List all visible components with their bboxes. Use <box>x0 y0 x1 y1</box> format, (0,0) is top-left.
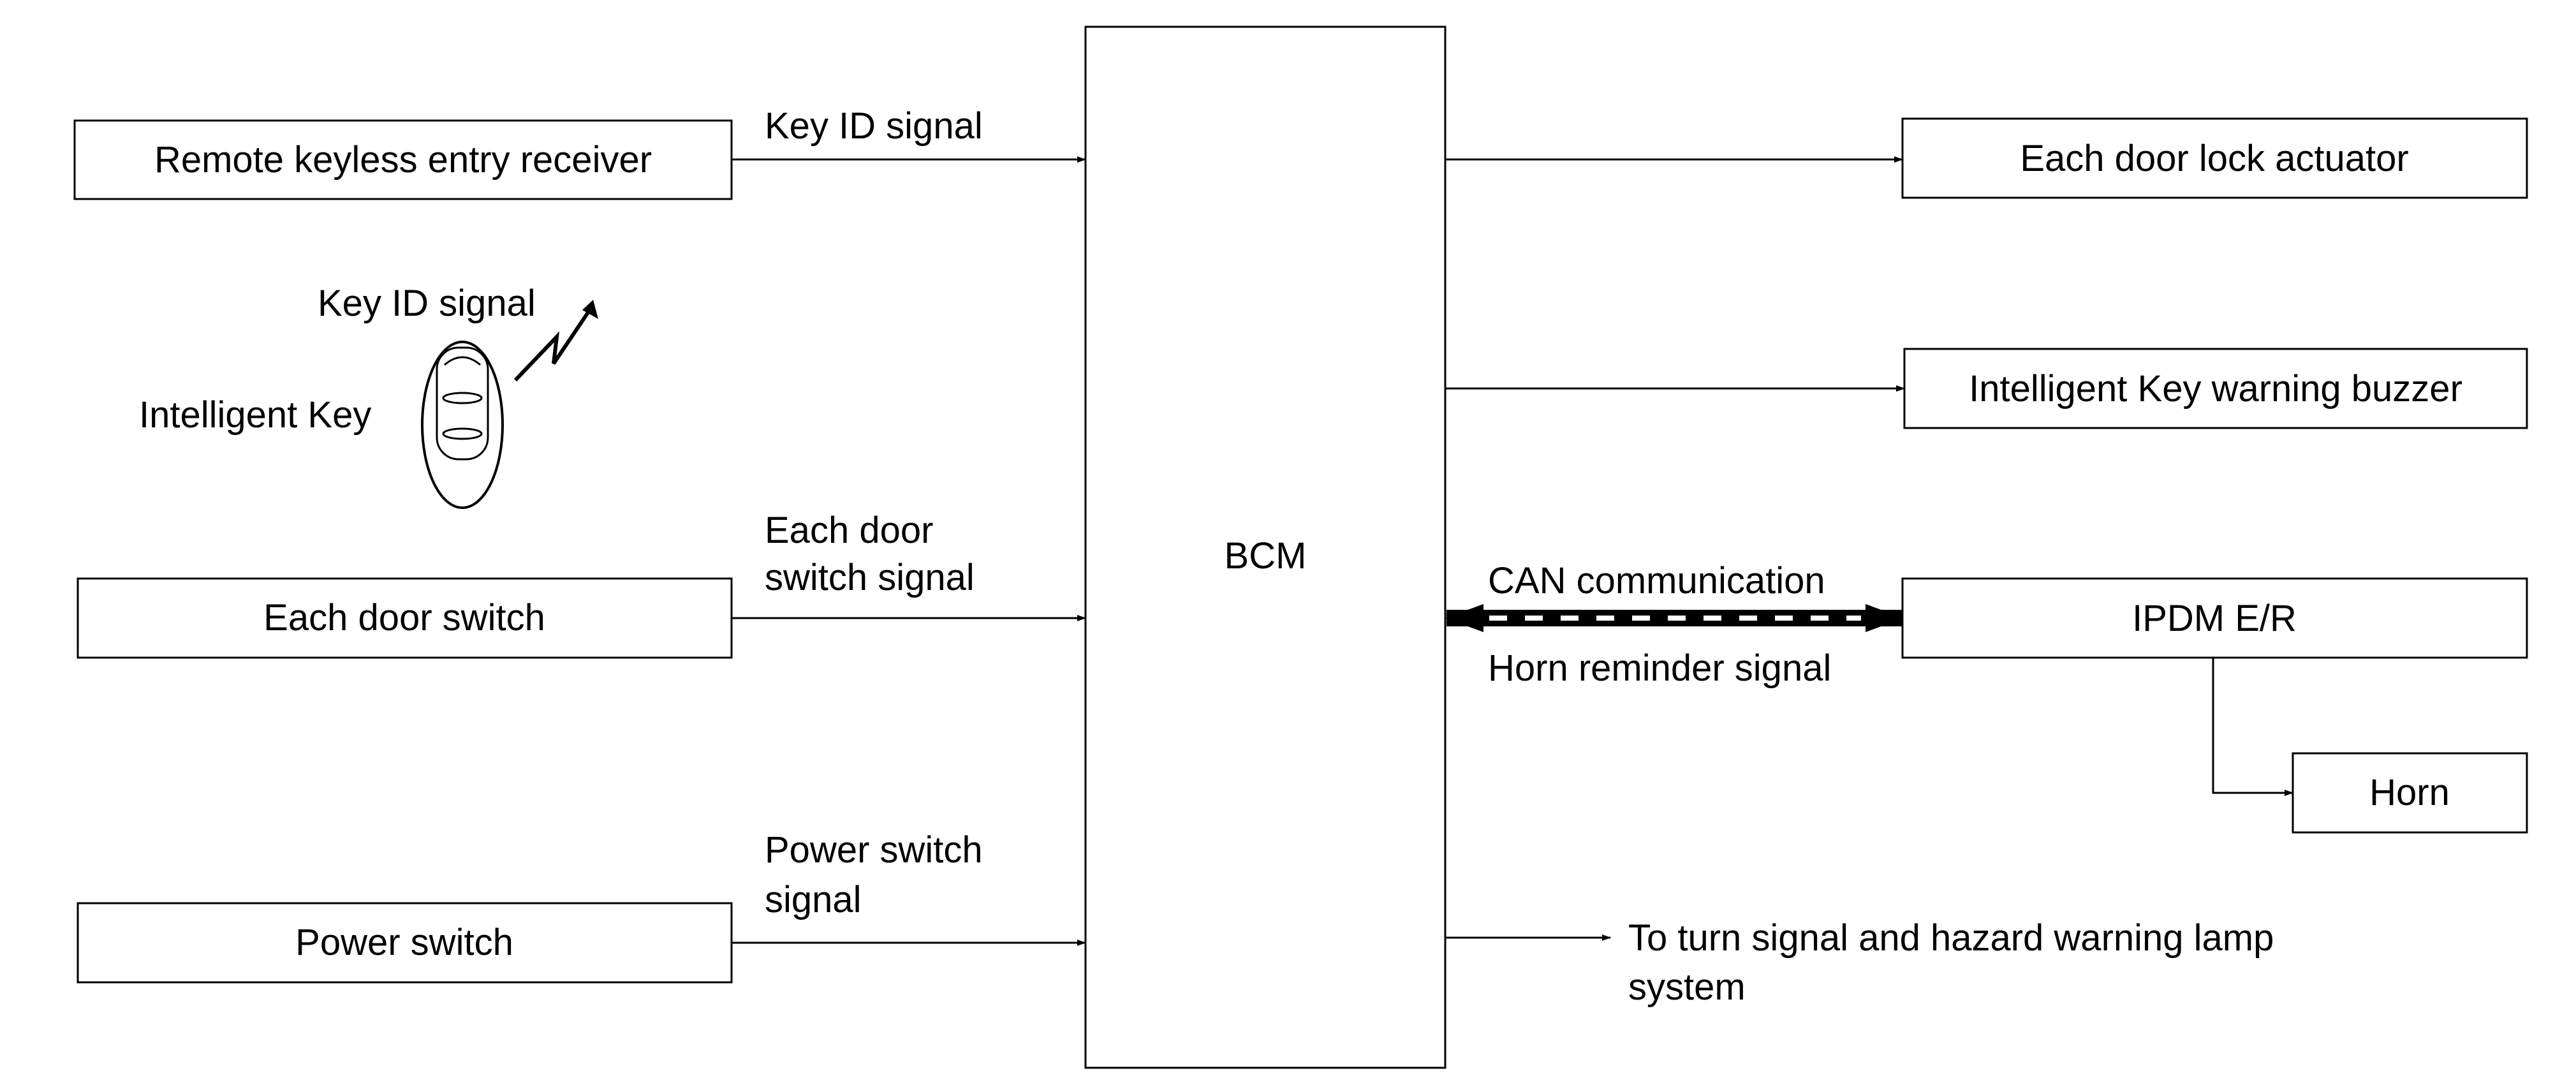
horn-label: Horn <box>2369 772 2450 813</box>
door-switch-signal-line1: Each door <box>765 510 933 551</box>
bcm-label: BCM <box>1225 535 1307 577</box>
door-switch-block: Each door switch Each door switch signal <box>77 510 1086 659</box>
turn-signal-line1: To turn signal and hazard warning lamp <box>1628 917 2274 959</box>
door-switch-box <box>77 577 733 659</box>
warning-buzzer-block: Intelligent Key warning buzzer <box>1445 348 2528 429</box>
turn-signal-block: To turn signal and hazard warning lamp s… <box>1445 917 2274 1008</box>
bcm-block: BCM <box>1084 26 1446 1069</box>
horn-arrow <box>2212 658 2293 796</box>
door-lock-actuator-block: Each door lock actuator <box>1445 117 2528 199</box>
remote-receiver-box <box>73 119 733 200</box>
power-switch-signal-line1: Power switch <box>765 829 983 871</box>
power-switch-label: Power switch <box>295 922 513 963</box>
can-communication-label: CAN communication <box>1488 560 1825 602</box>
intelligent-key-label: Intelligent Key <box>139 394 371 436</box>
power-switch-signal-line2: signal <box>765 879 862 920</box>
door-switch-label: Each door switch <box>263 597 545 638</box>
ipdm-box <box>1901 577 2528 659</box>
key-id-signal-label: Key ID signal <box>765 105 983 147</box>
wireless-signal-icon <box>513 300 598 382</box>
power-switch-box <box>77 902 733 984</box>
remote-receiver-block: Remote keyless entry receiver Key ID sig… <box>73 105 1086 200</box>
door-lock-actuator-box <box>1901 117 2528 199</box>
door-switch-signal-line2: switch signal <box>765 557 975 598</box>
warning-buzzer-box <box>1903 348 2528 429</box>
power-switch-block: Power switch Power switch signal <box>77 829 1086 984</box>
ipdm-block: CAN communication Horn reminder signal I… <box>1445 560 2528 689</box>
door-lock-actuator-label: Each door lock actuator <box>2020 138 2408 179</box>
turn-signal-line2: system <box>1628 966 1746 1008</box>
warning-buzzer-label: Intelligent Key warning buzzer <box>1969 368 2462 410</box>
remote-receiver-label: Remote keyless entry receiver <box>154 139 652 181</box>
intelligent-key-signal-label: Key ID signal <box>318 283 536 324</box>
horn-box <box>2292 752 2528 834</box>
bcm-box <box>1084 26 1446 1069</box>
horn-block: Horn <box>2212 658 2528 834</box>
ipdm-label: IPDM E/R <box>2132 598 2297 639</box>
horn-reminder-signal-label: Horn reminder signal <box>1488 647 1831 689</box>
intelligent-key-block: Key ID signal Intelligent Key <box>139 283 598 509</box>
key-fob-icon <box>421 341 504 509</box>
